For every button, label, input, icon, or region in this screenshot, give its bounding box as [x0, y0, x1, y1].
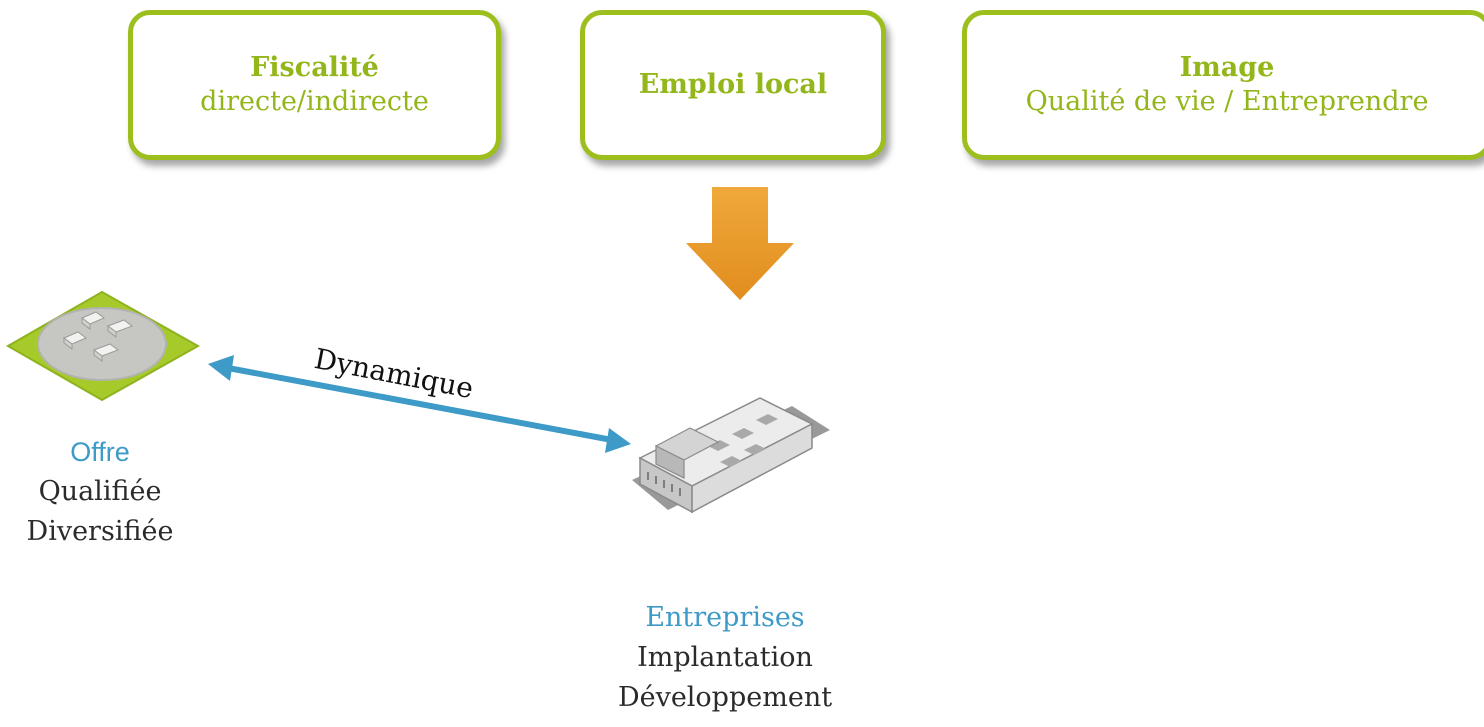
fiscalite-subtitle: directe/indirecte [200, 86, 429, 117]
offre-block: Offre Qualifiée Diversifiée [0, 432, 200, 552]
business-park-icon [5, 290, 201, 402]
offre-line-1: Qualifiée [38, 476, 162, 507]
image-subtitle: Qualité de vie / Entreprendre [1025, 86, 1429, 117]
entreprises-line-1: Implantation [637, 642, 813, 673]
entreprises-title: Entreprises [645, 602, 805, 633]
image-title: Image [1179, 52, 1275, 83]
box-fiscalite: Fiscalité directe/indirecte [128, 10, 501, 160]
down-arrow-icon [686, 187, 794, 300]
entreprises-block: Entreprises Implantation Développement [560, 598, 890, 718]
factory-building-icon [632, 397, 830, 514]
entreprises-line-2: Développement [617, 682, 833, 713]
dynamique-double-arrow [208, 355, 631, 453]
emploi-title: Emploi local [638, 69, 828, 100]
offre-line-2: Diversifiée [26, 516, 174, 547]
offre-title: Offre [70, 437, 130, 467]
box-image: Image Qualité de vie / Entreprendre [962, 10, 1484, 160]
fiscalite-title: Fiscalité [250, 52, 379, 83]
box-emploi-local: Emploi local [580, 10, 886, 160]
